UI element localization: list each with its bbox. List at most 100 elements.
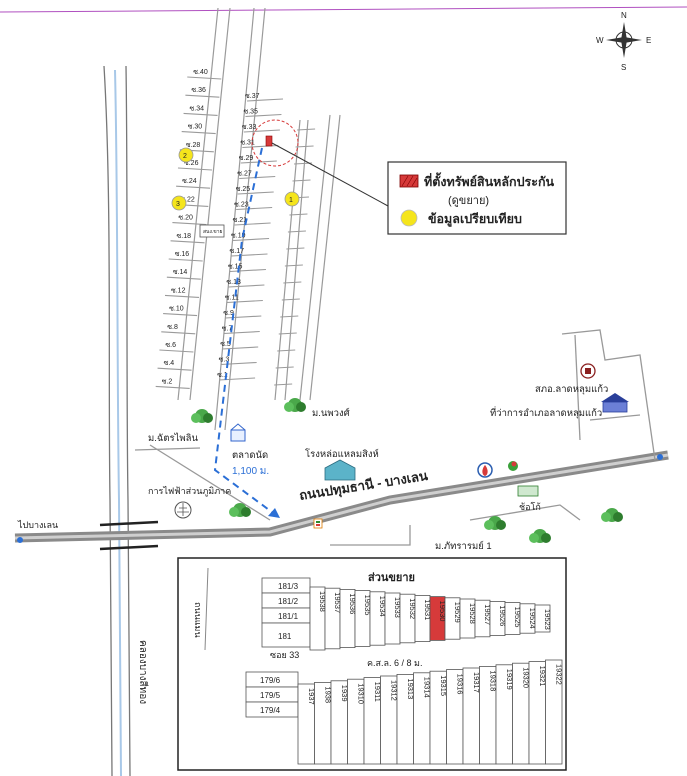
- soi-branch: [237, 191, 274, 195]
- inset-plot-label: 19534: [378, 596, 387, 617]
- moo-patcharamai-label: ม.ภัทรารมย์ 1: [435, 540, 492, 552]
- soi-branch: [280, 315, 299, 318]
- inset-title: ส่วนขยาย: [368, 572, 415, 584]
- inset-plot-label: 19533: [393, 597, 402, 618]
- property-highlight-circle: [251, 119, 299, 167]
- sales-office-label: สนง.ขาย: [203, 229, 223, 235]
- soi-right-label: ซ.9: [223, 310, 234, 317]
- soi-left-label: ซ.24: [182, 178, 197, 185]
- soi-left-label: ซ.10: [169, 306, 184, 313]
- soi-branch: [234, 222, 271, 226]
- inset-plot-label: 19317: [472, 672, 481, 693]
- distance-label: 1,100 ม.: [232, 466, 269, 477]
- soi-left-label: ซ.2: [162, 378, 173, 385]
- chok-chai-icon: [517, 485, 539, 497]
- soi-right-label: ซ.5: [220, 341, 231, 348]
- soi-branch: [287, 230, 306, 233]
- soi-left-labels: ซ.40ซ.36ซ.34ซ.30ซ.28ซ.26ซ.24ซ.22ซ.20ซ.18…: [162, 69, 208, 385]
- soi-left-label: ซ.12: [171, 287, 186, 294]
- inset-plot-label: 19524: [528, 608, 537, 629]
- market-icon: [230, 423, 246, 442]
- comparison-point-marker: [171, 195, 187, 211]
- convenience-store-icon: [313, 518, 323, 529]
- tree-icon: [284, 398, 306, 412]
- inset-plot-label: 19315: [439, 675, 448, 696]
- soi-branch: [166, 276, 201, 280]
- soi-branch: [233, 237, 270, 242]
- soi-right-label: ซ.33: [242, 124, 257, 131]
- inset-plot-label: 19320: [522, 667, 531, 688]
- secondary-roads: [134, 329, 656, 546]
- soi-left-label: ซ.22: [180, 196, 195, 203]
- soi-branch: [164, 294, 200, 298]
- inset-plot-label: 181/1: [278, 612, 299, 621]
- soi-branch: [185, 94, 220, 98]
- soi-left-label: ซ.30: [188, 124, 203, 131]
- inset-plot: [545, 659, 563, 765]
- soi-left-label: ซ.8: [167, 324, 178, 331]
- soi-branch: [283, 281, 302, 284]
- soi-branch: [177, 167, 213, 171]
- soi-branch: [281, 298, 300, 301]
- inset-plot-label: 19535: [363, 595, 372, 616]
- soi-branch: [181, 131, 216, 135]
- trees: [191, 398, 623, 543]
- soi-branch: [277, 349, 296, 352]
- top-border-line: [0, 6, 687, 13]
- inset-plot-label: 19322: [555, 664, 564, 685]
- soi-branch: [239, 175, 276, 180]
- property-location: [251, 119, 389, 207]
- soi-left-label: ซ.14: [173, 269, 188, 276]
- soi-branch: [170, 240, 205, 244]
- bridge: [99, 520, 159, 551]
- comparison-point-label: 2: [183, 153, 187, 160]
- soi-right-label: ซ.23: [234, 202, 249, 209]
- soi-branch: [163, 313, 198, 317]
- soi-branch: [222, 346, 259, 350]
- soi-branch: [245, 113, 282, 118]
- soi-left-label: ซ.28: [186, 142, 201, 149]
- inset-plot-label: 19537: [333, 592, 342, 613]
- soi-right-label: ซ.1: [217, 372, 228, 379]
- canal: คลองบางสีทอง: [103, 65, 149, 776]
- electric-authority-label: การไฟฟ้าส่วนภูมิภาค: [148, 486, 231, 497]
- soi-left-label: ซ.4: [164, 360, 175, 367]
- inset-plot-label: 19316: [456, 674, 465, 695]
- inset-plot-label: 19538: [318, 591, 327, 612]
- soi-branch: [157, 367, 192, 371]
- comparison-point-marker: [178, 147, 194, 163]
- comparison-point-label: 3: [176, 201, 180, 208]
- compass-north: N: [621, 11, 627, 20]
- inset-plot-label: 19530: [438, 601, 447, 622]
- comparison-point-marker: [284, 191, 300, 207]
- road-end-marker: [17, 537, 23, 543]
- soi-branch: [284, 264, 303, 267]
- inset-plot-label: 1939: [340, 685, 349, 702]
- soi-branch: [172, 222, 207, 226]
- inset-plot-label: 19525: [513, 607, 522, 628]
- soi-branch: [187, 76, 222, 80]
- inset-plot-label: 1938: [324, 686, 333, 703]
- soi-branch: [246, 98, 284, 102]
- inset-plot-label: 1937: [307, 688, 316, 705]
- inset-plot-label: 19526: [498, 605, 507, 626]
- soi-branch: [297, 128, 316, 131]
- tree-icon: [484, 516, 506, 530]
- soi-right-labels: ซ.37ซ.35ซ.33ซ.31ซ.29ซ.27ซ.25ซ.23ซ.21ซ.19…: [217, 93, 259, 379]
- inset-plot-label: 19311: [373, 682, 382, 702]
- tree-icon: [229, 503, 251, 517]
- inset-plot-label: 19532: [408, 598, 417, 619]
- soi-branch: [286, 247, 305, 250]
- inset-plot: [534, 604, 551, 633]
- soi-left-label: ซ.26: [184, 160, 199, 167]
- factory-label: โรงหล่อแหลมสิงห์: [305, 448, 379, 460]
- tree-icon: [191, 409, 213, 423]
- soi-network: [177, 7, 341, 431]
- compass-south: S: [621, 63, 626, 72]
- moo-napaworn-label: ม.นพวงศ์: [312, 407, 350, 419]
- comparison-point-label: 1: [289, 197, 293, 204]
- to-banglen-label: ไปบางเลน: [17, 520, 58, 530]
- inset-plot-label: 179/5: [260, 691, 281, 700]
- inset-road-width-label: ค.ส.ล. 6 / 8 ม.: [367, 658, 422, 668]
